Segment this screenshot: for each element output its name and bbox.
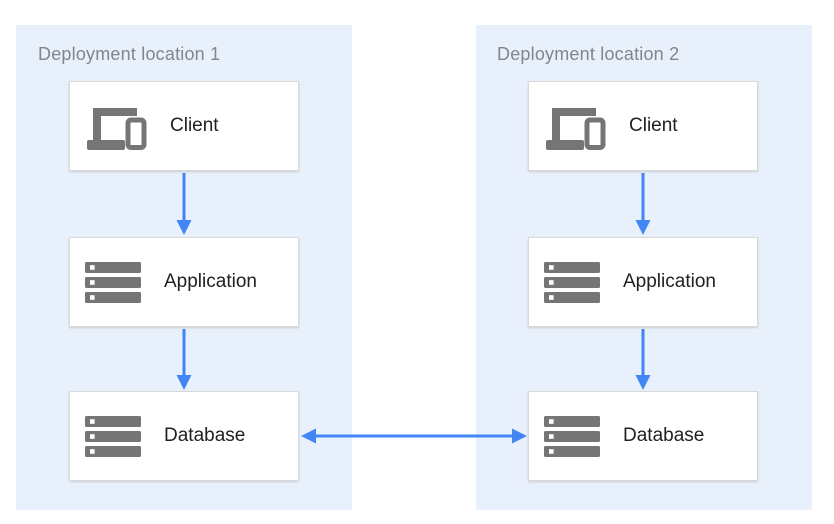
location-title-2: Deployment location 2 xyxy=(497,44,680,64)
node-label: Database xyxy=(164,425,246,446)
client-node-2: Client xyxy=(528,81,758,171)
server-stack-icon xyxy=(544,261,600,303)
database-node-1: Database xyxy=(69,391,299,481)
server-stack-icon xyxy=(85,415,141,457)
node-label: Client xyxy=(170,115,219,136)
client-devices-icon xyxy=(85,101,147,151)
client-devices-icon xyxy=(544,101,606,151)
node-label: Client xyxy=(629,115,678,136)
application-node-1: Application xyxy=(69,237,299,327)
node-label: Application xyxy=(623,271,716,292)
server-stack-icon xyxy=(85,261,141,303)
server-stack-icon xyxy=(544,415,600,457)
node-label: Application xyxy=(164,271,257,292)
application-node-2: Application xyxy=(528,237,758,327)
client-node-1: Client xyxy=(69,81,299,171)
location-title-1: Deployment location 1 xyxy=(38,44,221,64)
node-label: Database xyxy=(623,425,705,446)
database-node-2: Database xyxy=(528,391,758,481)
